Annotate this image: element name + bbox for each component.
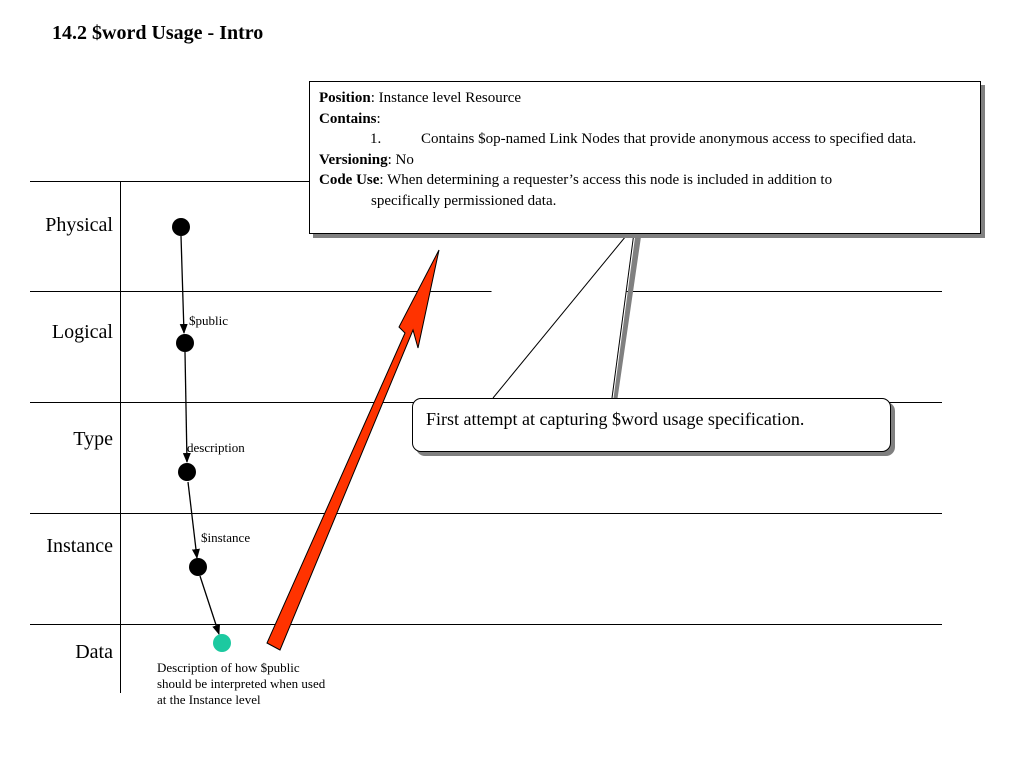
level-label-type: Type [73,428,113,450]
codeuse-label: Code Use [319,172,380,188]
edge-physical-logical [179,235,188,334]
grid-line [30,291,942,292]
callout-position-row: Position: Instance level Resource [319,88,980,109]
grid-line [30,513,942,514]
edge-label-description: description [187,440,245,455]
callout-codeuse-row: Code Use: When determining a requester’s… [319,170,980,191]
node-data [213,634,231,652]
edge-type-instance [187,481,200,559]
list-item-number: 1. [370,131,382,147]
list-item-text: Contains $op-named Link Nodes that provi… [421,131,917,147]
speech-bubble: First attempt at capturing $word usage s… [412,398,891,452]
callout-codeuse-continuation: specifically permissioned data. [371,192,557,209]
versioning-value: : No [387,151,414,168]
callout-contains-row: Contains: [319,109,980,130]
level-label-logical: Logical [51,321,113,343]
page-title: 14.2 $word Usage - Intro [52,22,264,44]
versioning-label: Versioning [319,151,388,168]
edge-label-instance: $instance [201,530,251,545]
callout-pointer-edge [611,224,636,399]
callout-box: Position: Instance level Resource Contai… [309,81,981,234]
contains-list-item: 1. Contains $op-named Link Nodes that pr… [319,129,980,150]
node-instance [189,558,207,576]
data-node-note: Description of how $public should be int… [157,660,326,707]
level-label-instance: Instance [46,535,113,557]
level-axis [120,181,121,693]
node-type [178,463,196,481]
position-value: : Instance level Resource [370,90,522,106]
edge-label-public: $public [189,313,228,328]
level-label-data: Data [75,641,113,663]
callout-versioning-row: Versioning: No [319,150,980,171]
position-label: Position [319,90,371,106]
grid-line [30,624,942,625]
level-label-physical: Physical [45,214,113,236]
callout-pointer-edge [492,224,636,399]
edge-logical-type [182,351,191,463]
codeuse-value: : When determining a requester’s access … [379,172,833,188]
node-logical [176,334,194,352]
contains-colon: : [376,110,381,127]
contains-label: Contains [319,110,377,127]
edge-instance-data [199,575,220,635]
red-arrow [266,249,440,651]
node-physical [172,218,190,236]
